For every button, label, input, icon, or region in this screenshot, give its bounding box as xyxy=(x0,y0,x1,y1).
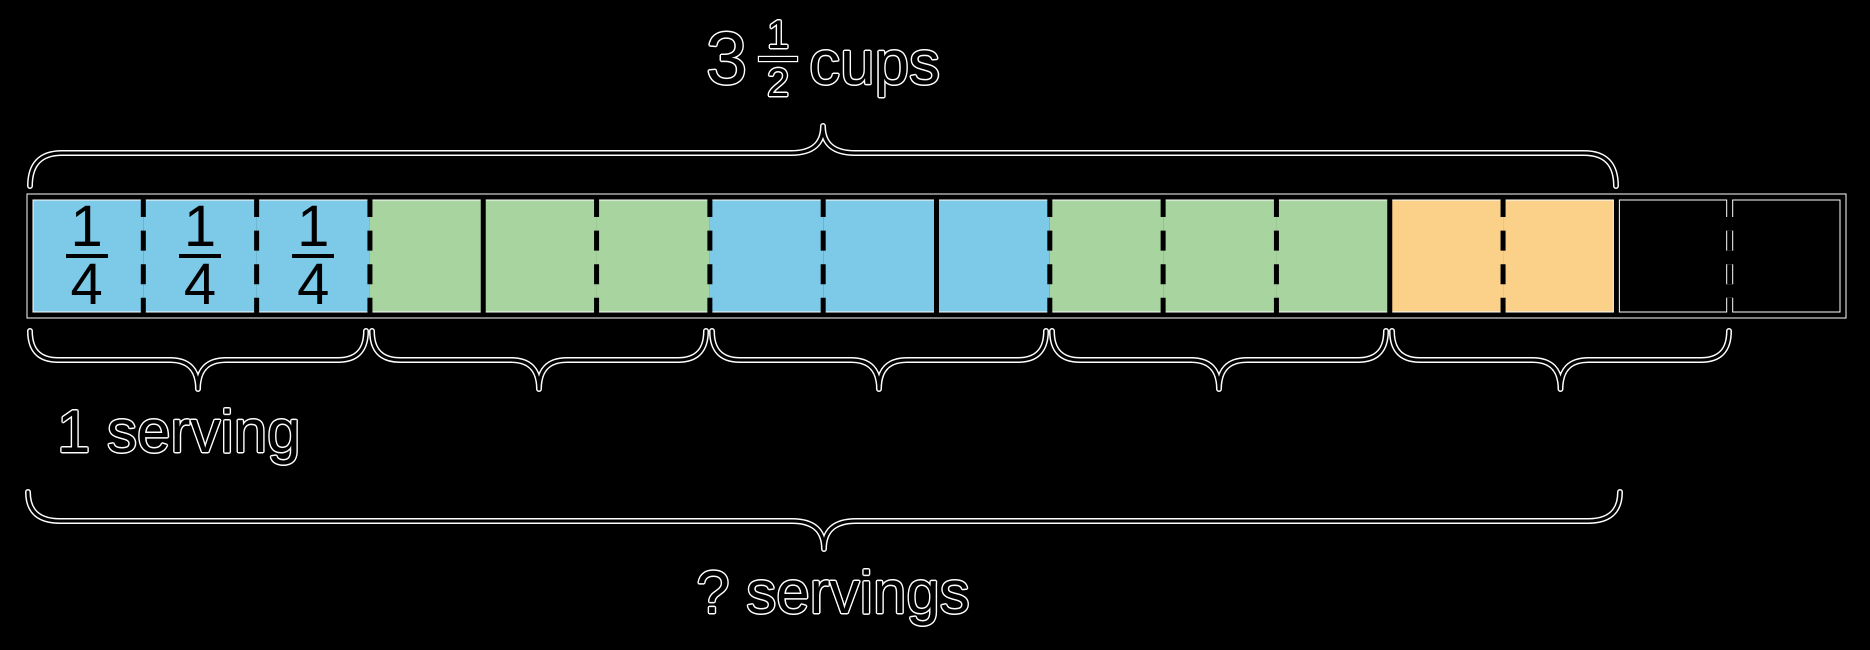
bar-outer-border xyxy=(27,194,1846,318)
bar-cell-12 xyxy=(1276,197,1390,315)
cell-fraction-numerator: 1 xyxy=(183,194,217,260)
mixed-number-fraction: 1 2 xyxy=(759,13,798,105)
bar-cell-7 xyxy=(709,197,824,315)
fraction-denominator: 2 xyxy=(766,60,790,105)
cell-fraction-numerator: 1 xyxy=(297,194,330,260)
unit-label: cups xyxy=(809,28,941,98)
fraction-numerator: 1 xyxy=(766,13,790,57)
total-cups-label: 3 1 2 cups xyxy=(0,13,1646,105)
one-serving-label: 1 serving xyxy=(57,398,301,465)
brace-serving-2 xyxy=(370,329,708,391)
bar-cell-4 xyxy=(369,197,484,315)
cell-fraction-denominator: 4 xyxy=(183,252,217,317)
bar-cell-14 xyxy=(1503,197,1617,315)
brace-serving-5 xyxy=(1390,329,1731,391)
cell-fraction-bar xyxy=(178,254,221,258)
brace-total-cups xyxy=(28,124,1618,188)
bar-cell-6 xyxy=(596,197,710,315)
fraction-bar xyxy=(759,57,798,61)
brace-serving-3 xyxy=(710,329,1048,391)
brace-serving-1 xyxy=(28,329,368,391)
bar-cell-5 xyxy=(483,197,597,315)
cell-fraction-denominator: 4 xyxy=(70,252,103,317)
bar-cell-11 xyxy=(1163,197,1277,315)
question-servings-label: ? servings xyxy=(696,559,970,626)
cell-fraction-numerator: 1 xyxy=(70,194,103,260)
bar-cell-9 xyxy=(936,197,1050,315)
brace-serving-4 xyxy=(1050,329,1388,391)
mixed-number-whole: 3 xyxy=(705,16,748,100)
bar-cell-8 xyxy=(823,197,937,315)
cell-fraction-bar xyxy=(292,254,335,258)
brace-total-servings xyxy=(26,490,1622,551)
bar-cell-10 xyxy=(1049,197,1164,315)
cell-fraction-denominator: 4 xyxy=(297,252,330,317)
bar-cell-13 xyxy=(1389,197,1504,315)
cell-fraction-bar xyxy=(65,254,108,258)
